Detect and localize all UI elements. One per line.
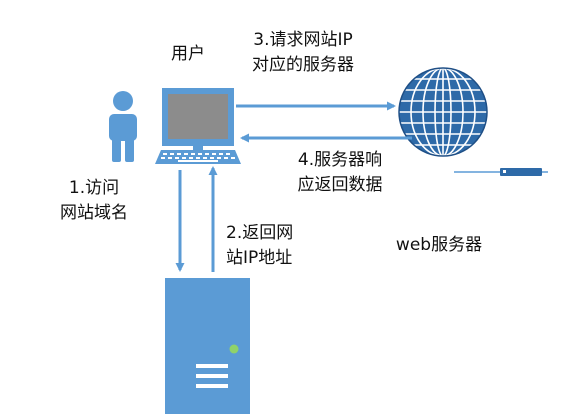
step4-line2: 应返回数据 — [297, 175, 383, 195]
step2-line2: 站IP地址 — [226, 248, 293, 268]
step4-label: 4.服务器响 应返回数据 — [282, 148, 398, 198]
step2-line1: 2.返回网 — [226, 223, 294, 243]
step1-line1: 1.访问 — [68, 178, 120, 198]
step1-line2: 网站域名 — [60, 203, 128, 223]
step3-label: 3.请求网站IP 对应的服务器 — [238, 28, 368, 78]
user-label: 用户 — [171, 44, 205, 64]
step2-label: 2.返回网 站IP地址 — [226, 221, 326, 271]
step4-line1: 4.服务器响 — [297, 150, 383, 170]
person-icon — [109, 91, 137, 162]
dns-server-icon — [165, 278, 250, 414]
network-device-icon — [454, 168, 548, 176]
globe-icon — [398, 67, 488, 157]
computer-icon — [155, 88, 241, 164]
step3-line2: 对应的服务器 — [252, 55, 354, 75]
step3-line1: 3.请求网站IP — [253, 30, 353, 50]
web-server-label: web服务器 — [395, 235, 483, 255]
step1-label: 1.访问 网站域名 — [46, 176, 142, 226]
